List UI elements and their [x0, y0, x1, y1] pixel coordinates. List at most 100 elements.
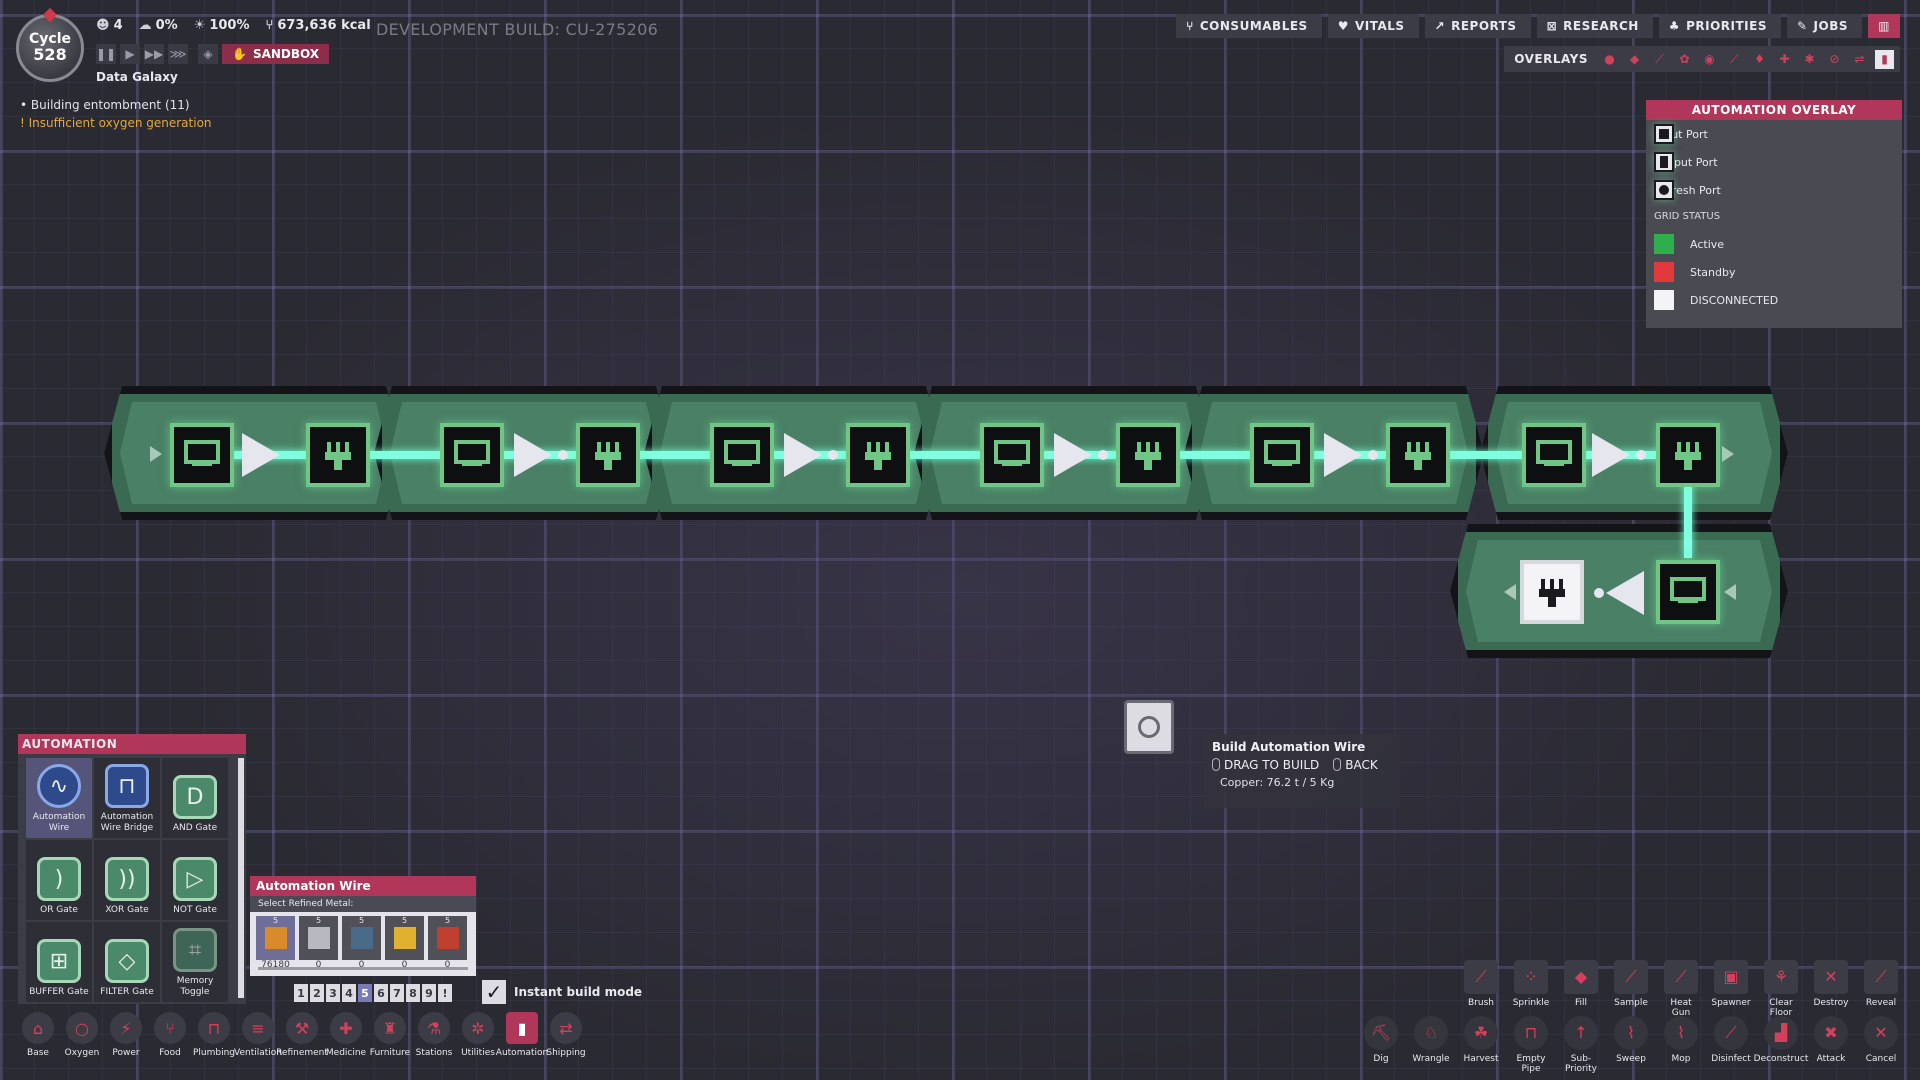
or-gate-button[interactable]: )OR Gate: [26, 840, 92, 920]
germs-overlay-icon[interactable]: ✱: [1804, 52, 1815, 66]
rooms-overlay-icon[interactable]: ⊘: [1829, 52, 1840, 66]
consumables-button[interactable]: ⑂CONSUMABLES: [1176, 14, 1322, 38]
buffer-gate-button[interactable]: ⊞BUFFER Gate: [26, 922, 92, 1002]
input-port[interactable]: [1656, 560, 1720, 624]
alert-item[interactable]: • Building entombment (11): [20, 98, 190, 112]
category-food[interactable]: ⑂Food: [148, 1012, 192, 1058]
tool-wrangle[interactable]: ♘Wrangle: [1412, 1016, 1450, 1074]
category-utilities[interactable]: ✲Utilities: [456, 1012, 500, 1058]
priority-1[interactable]: 1: [294, 984, 308, 1002]
conveyor-overlay-icon[interactable]: ⇌: [1854, 52, 1865, 66]
category-oxygen[interactable]: ○Oxygen: [60, 1012, 104, 1058]
category-furniture[interactable]: ♜Furniture: [368, 1012, 412, 1058]
tool-fill[interactable]: ◆Fill: [1562, 960, 1600, 1018]
calories-stat[interactable]: ⑂673,636 kcal: [265, 18, 371, 33]
priority-6[interactable]: 6: [374, 984, 388, 1002]
automation-overlay-icon[interactable]: ▮: [1875, 49, 1894, 69]
tool-destroy[interactable]: ✕Destroy: [1812, 960, 1850, 1018]
category-shipping[interactable]: ⇄Shipping: [544, 1012, 588, 1058]
jobs-button[interactable]: ✎JOBS: [1786, 14, 1862, 38]
tool-heat-gun[interactable]: ⟋Heat Gun: [1662, 960, 1700, 1018]
output-port[interactable]: [846, 423, 910, 487]
category-ventilation[interactable]: ≡Ventilation: [234, 1012, 282, 1058]
tool-sweep[interactable]: ⌇Sweep: [1612, 1016, 1650, 1074]
material-option[interactable]: 5: [299, 916, 338, 960]
memory-toggle-button[interactable]: ⌗Memory Toggle: [162, 922, 228, 1002]
tool-brush[interactable]: ⟋Brush: [1462, 960, 1500, 1018]
tool-clear-floor[interactable]: ⚘Clear Floor: [1762, 960, 1800, 1018]
output-port[interactable]: [576, 423, 640, 487]
filter-gate-button[interactable]: ◇FILTER Gate: [94, 922, 160, 1002]
oxygen-overlay-icon[interactable]: ●: [1604, 52, 1615, 66]
output-port-disconnected[interactable]: [1520, 560, 1584, 624]
tool-empty-pipe[interactable]: ⊓Empty Pipe: [1512, 1016, 1550, 1074]
tool-sprinkle[interactable]: ⁘Sprinkle: [1512, 960, 1550, 1018]
output-port[interactable]: [1116, 423, 1180, 487]
materials-overlay-icon[interactable]: ✿: [1679, 52, 1690, 66]
vitals-button[interactable]: ♥VITALS: [1327, 14, 1419, 38]
tool-mop[interactable]: ⌇Mop: [1662, 1016, 1700, 1074]
priority-8[interactable]: 8: [406, 984, 420, 1002]
tool-attack[interactable]: ✖Attack: [1812, 1016, 1850, 1074]
input-port[interactable]: [440, 423, 504, 487]
not-gate-button[interactable]: ▷NOT Gate: [162, 840, 228, 920]
category-stations[interactable]: ⚗Stations: [412, 1012, 456, 1058]
automation-wire[interactable]: [230, 451, 1700, 459]
gas-overlay-icon[interactable]: ♦: [1754, 52, 1765, 66]
speed-1-button[interactable]: ▶: [120, 44, 140, 64]
input-port[interactable]: [1250, 423, 1314, 487]
material-scrollbar[interactable]: [258, 967, 468, 970]
priority-7[interactable]: 7: [390, 984, 404, 1002]
automation-wire[interactable]: [1684, 478, 1692, 558]
category-power[interactable]: ⚡Power: [104, 1012, 148, 1058]
checkbox-checked-icon[interactable]: ✓: [482, 980, 506, 1004]
priority-9[interactable]: 9: [422, 984, 436, 1002]
research-button[interactable]: ⊠RESEARCH: [1536, 14, 1653, 38]
tool-dig[interactable]: ⛏Dig: [1362, 1016, 1400, 1074]
reports-button[interactable]: ↗REPORTS: [1424, 14, 1531, 38]
input-port[interactable]: [710, 423, 774, 487]
power-overlay-icon[interactable]: ◆: [1629, 52, 1640, 66]
temperature-overlay-icon[interactable]: ⟋: [1655, 51, 1664, 66]
xor-gate-button[interactable]: ))XOR Gate: [94, 840, 160, 920]
pause-button[interactable]: ❚❚: [96, 44, 116, 64]
instant-build-toggle[interactable]: ✓ Instant build mode: [482, 980, 642, 1004]
speed-3-button[interactable]: ⋙: [168, 44, 188, 64]
tool-sample[interactable]: ⟋Sample: [1612, 960, 1650, 1018]
material-option-copper[interactable]: 5: [256, 916, 295, 960]
codex-button[interactable]: ▥: [1868, 14, 1900, 38]
category-automation[interactable]: ▮Automation: [496, 1012, 548, 1058]
material-option[interactable]: 5: [385, 916, 424, 960]
priority-3[interactable]: 3: [326, 984, 340, 1002]
priorities-button[interactable]: ♣PRIORITIES: [1658, 14, 1781, 38]
emergency-priority-icon[interactable]: !: [438, 984, 452, 1002]
category-refinement[interactable]: ⚒Refinement: [276, 1012, 328, 1058]
tool-disinfect[interactable]: ⟋Disinfect: [1711, 1016, 1751, 1074]
stress-stat[interactable]: ☁0%: [138, 18, 178, 33]
tool-reveal[interactable]: ⟋Reveal: [1862, 960, 1900, 1018]
input-port[interactable]: [980, 423, 1044, 487]
tool-harvest[interactable]: ☘Harvest: [1462, 1016, 1500, 1074]
duplicant-count[interactable]: ☻4: [96, 18, 123, 33]
light-overlay-icon[interactable]: ◉: [1704, 52, 1715, 66]
alert-item-warning[interactable]: ! Insufficient oxygen generation: [20, 116, 212, 130]
build-panel-scrollbar[interactable]: [238, 758, 244, 998]
input-port[interactable]: [170, 423, 234, 487]
category-plumbing[interactable]: ⊓Plumbing: [192, 1012, 236, 1058]
priority-5[interactable]: 5: [358, 984, 372, 1002]
tool-cancel[interactable]: ✕Cancel: [1862, 1016, 1900, 1074]
sandbox-button[interactable]: ✋ SANDBOX: [222, 44, 330, 64]
cycle-counter[interactable]: Cycle 528: [16, 14, 84, 82]
priority-2[interactable]: 2: [310, 984, 324, 1002]
speed-2-button[interactable]: ▶▶: [144, 44, 164, 64]
liquid-overlay-icon[interactable]: ⟋: [1730, 51, 1739, 66]
tool-deconstruct[interactable]: ▟Deconstruct: [1754, 1016, 1808, 1074]
sunlight-stat[interactable]: ☀100%: [193, 18, 250, 33]
output-port[interactable]: [1656, 423, 1720, 487]
tool-sub-priority[interactable]: ↑Sub-Priority: [1562, 1016, 1600, 1074]
priority-4[interactable]: 4: [342, 984, 356, 1002]
automation-wire-bridge-button[interactable]: ⊓Automation Wire Bridge: [94, 758, 160, 838]
tool-spawner[interactable]: ▣Spawner: [1711, 960, 1751, 1018]
automation-wire-button[interactable]: ∿Automation Wire: [26, 758, 92, 838]
